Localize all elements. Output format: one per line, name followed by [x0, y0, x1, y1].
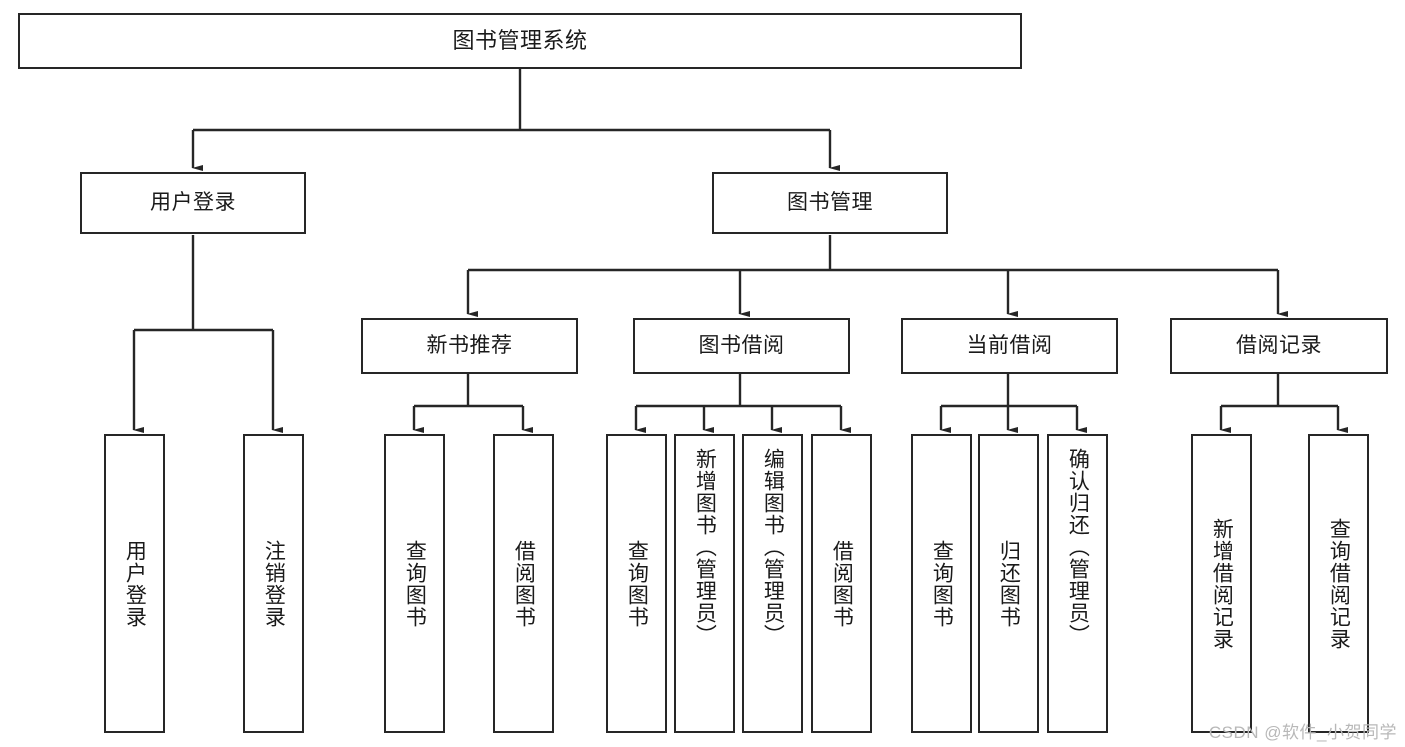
leaf-user-logout-label: 注销登录	[262, 539, 286, 628]
leaf-user-login[interactable]: 用户登录	[104, 434, 165, 733]
leaf-record-query-record[interactable]: 查询借阅记录	[1308, 434, 1369, 733]
leaf-record-query-record-label: 查询借阅记录	[1327, 517, 1351, 650]
leaf-record-add-record-label: 新增借阅记录	[1210, 517, 1234, 650]
leaf-recommend-query-book-label: 查询图书	[403, 539, 427, 628]
leaf-current-confirm-return-admin[interactable]: 确认归还（管理员）	[1047, 434, 1108, 733]
node-book-management[interactable]: 图书管理	[712, 172, 948, 234]
leaf-borrow-query-book-label: 查询图书	[625, 539, 649, 628]
leaf-current-confirm-return-admin-label: 确认归还（管理员）	[1066, 448, 1090, 646]
leaf-current-return-book-label: 归还图书	[997, 539, 1021, 628]
leaf-borrow-borrow-book[interactable]: 借阅图书	[811, 434, 872, 733]
node-root-label: 图书管理系统	[452, 27, 588, 53]
leaf-borrow-borrow-book-label: 借阅图书	[830, 539, 854, 628]
leaf-borrow-add-book-admin-label: 新增图书（管理员）	[693, 448, 717, 646]
leaf-user-logout[interactable]: 注销登录	[243, 434, 304, 733]
node-user-login[interactable]: 用户登录	[80, 172, 306, 234]
leaf-recommend-borrow-book[interactable]: 借阅图书	[493, 434, 554, 733]
leaf-record-add-record[interactable]: 新增借阅记录	[1191, 434, 1252, 733]
node-borrow-record-label: 借阅记录	[1236, 334, 1322, 358]
leaf-user-login-label: 用户登录	[123, 539, 147, 628]
leaf-current-query-book[interactable]: 查询图书	[911, 434, 972, 733]
node-new-book-recommend[interactable]: 新书推荐	[361, 318, 578, 374]
node-borrow-record[interactable]: 借阅记录	[1170, 318, 1388, 374]
node-current-borrow[interactable]: 当前借阅	[901, 318, 1118, 374]
leaf-current-query-book-label: 查询图书	[930, 539, 954, 628]
node-new-book-recommend-label: 新书推荐	[426, 334, 513, 358]
node-user-login-label: 用户登录	[150, 191, 236, 215]
leaf-borrow-edit-book-admin[interactable]: 编辑图书（管理员）	[742, 434, 803, 733]
leaf-borrow-add-book-admin[interactable]: 新增图书（管理员）	[674, 434, 735, 733]
node-book-management-label: 图书管理	[787, 191, 873, 215]
leaf-borrow-edit-book-admin-label: 编辑图书（管理员）	[761, 448, 785, 646]
leaf-borrow-query-book[interactable]: 查询图书	[606, 434, 667, 733]
node-book-borrow-label: 图书借阅	[698, 334, 785, 358]
leaf-current-return-book[interactable]: 归还图书	[978, 434, 1039, 733]
leaf-recommend-query-book[interactable]: 查询图书	[384, 434, 445, 733]
node-current-borrow-label: 当前借阅	[966, 334, 1053, 358]
node-book-borrow[interactable]: 图书借阅	[633, 318, 850, 374]
leaf-recommend-borrow-book-label: 借阅图书	[512, 539, 536, 628]
node-root-system[interactable]: 图书管理系统	[18, 13, 1022, 69]
